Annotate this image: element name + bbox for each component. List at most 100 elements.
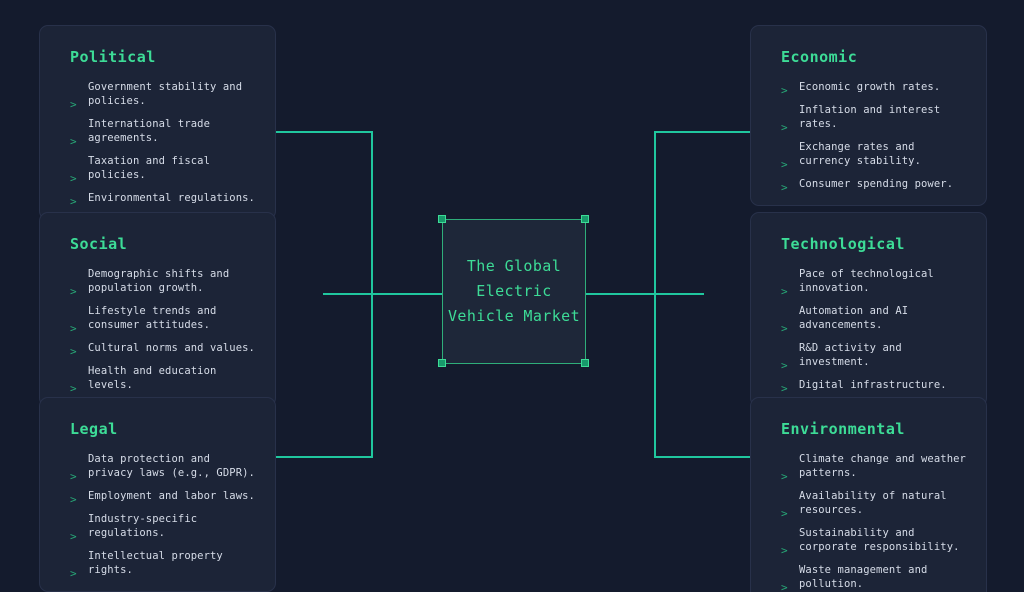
list-item: > Waste management and pollution. — [767, 563, 968, 592]
list-item-text: Employment and labor laws. — [88, 490, 255, 502]
chevron-right-icon: > — [781, 581, 788, 592]
card-political-items: > Government stability and policies. > I… — [56, 80, 257, 208]
card-technological-title: Technological — [781, 235, 905, 253]
connector-left-bottom-branch — [276, 456, 372, 458]
center-node[interactable]: The Global Electric Vehicle Market — [442, 219, 586, 364]
list-item: > Inflation and interest rates. — [767, 103, 968, 134]
list-item-text: Cultural norms and values. — [88, 342, 255, 354]
list-item-text: Lifestyle trends and consumer attitudes. — [88, 305, 217, 331]
list-item: > Environmental regulations. — [56, 191, 257, 208]
card-environmental-items: > Climate change and weather patterns. >… — [767, 452, 968, 592]
list-item: > R&D activity and investment. — [767, 341, 968, 372]
resize-handle-top-left[interactable] — [438, 215, 446, 223]
chevron-right-icon: > — [70, 493, 77, 506]
chevron-right-icon: > — [781, 359, 788, 372]
list-item: > Sustainability and corporate responsib… — [767, 526, 968, 556]
chevron-right-icon: > — [781, 84, 788, 97]
card-political-title: Political — [70, 48, 156, 66]
list-item: > Digital infrastructure. — [767, 378, 968, 395]
card-technological[interactable]: Technological > Pace of technological in… — [750, 212, 987, 407]
resize-handle-bottom-right[interactable] — [581, 359, 589, 367]
list-item: > Exchange rates and currency stability. — [767, 140, 968, 171]
list-item: > Cultural norms and values. — [56, 341, 257, 358]
list-item: > Consumer spending power. — [767, 177, 968, 194]
card-social-items: > Demographic shifts and population grow… — [56, 267, 257, 395]
connector-right-middle-branch — [585, 293, 704, 295]
list-item: > Data protection and privacy laws (e.g.… — [56, 452, 257, 483]
chevron-right-icon: > — [781, 121, 788, 134]
chevron-right-icon: > — [781, 382, 788, 395]
list-item: > Demographic shifts and population grow… — [56, 267, 257, 298]
connector-right-top-branch — [654, 131, 751, 133]
list-item-text: R&D activity and investment. — [799, 342, 902, 368]
list-item-text: Health and education levels. — [88, 365, 217, 391]
list-item: > Intellectual property rights. — [56, 549, 257, 580]
card-legal[interactable]: Legal > Data protection and privacy laws… — [39, 397, 276, 592]
center-node-label: The Global Electric Vehicle Market — [447, 257, 581, 325]
chevron-right-icon: > — [70, 382, 77, 395]
list-item: > Industry-specific regulations. — [56, 512, 257, 543]
list-item-text: Environmental regulations. — [88, 192, 255, 204]
connector-right-bottom-branch — [654, 456, 751, 458]
list-item-text: Waste management and pollution. — [799, 564, 928, 590]
list-item-text: Taxation and fiscal policies. — [88, 155, 211, 181]
list-item-text: Data protection and privacy laws (e.g., … — [88, 453, 255, 479]
chevron-right-icon: > — [781, 181, 788, 194]
chevron-right-icon: > — [70, 470, 77, 483]
list-item-text: Government stability and policies. — [88, 81, 243, 107]
list-item: > Lifestyle trends and consumer attitude… — [56, 304, 257, 335]
card-economic-items: > Economic growth rates. > Inflation and… — [767, 80, 968, 194]
list-item: > International trade agreements. — [56, 117, 257, 148]
list-item-text: Climate change and weather patterns. — [799, 453, 966, 479]
card-environmental-title: Environmental — [781, 420, 905, 438]
card-political[interactable]: Political > Government stability and pol… — [39, 25, 276, 220]
connector-left-top-branch — [276, 131, 372, 133]
resize-handle-top-right[interactable] — [581, 215, 589, 223]
list-item: > Automation and AI advancements. — [767, 304, 968, 335]
list-item-text: Consumer spending power. — [799, 178, 954, 190]
chevron-right-icon: > — [781, 285, 788, 298]
chevron-right-icon: > — [70, 285, 77, 298]
chevron-right-icon: > — [70, 530, 77, 543]
resize-handle-bottom-left[interactable] — [438, 359, 446, 367]
chevron-right-icon: > — [70, 135, 77, 148]
chevron-right-icon: > — [781, 470, 788, 483]
chevron-right-icon: > — [781, 158, 788, 171]
list-item-text: Inflation and interest rates. — [799, 104, 941, 130]
card-social[interactable]: Social > Demographic shifts and populati… — [39, 212, 276, 407]
list-item-text: Sustainability and corporate responsibil… — [799, 527, 960, 553]
list-item: > Government stability and policies. — [56, 80, 257, 111]
list-item: > Climate change and weather patterns. — [767, 452, 968, 483]
list-item: > Pace of technological innovation. — [767, 267, 968, 298]
list-item: > Taxation and fiscal policies. — [56, 154, 257, 185]
card-economic-title: Economic — [781, 48, 858, 66]
list-item-text: Demographic shifts and population growth… — [88, 268, 230, 294]
chevron-right-icon: > — [781, 322, 788, 335]
list-item: > Availability of natural resources. — [767, 489, 968, 520]
list-item-text: Pace of technological innovation. — [799, 268, 934, 294]
chevron-right-icon: > — [70, 322, 77, 335]
chevron-right-icon: > — [70, 567, 77, 580]
chevron-right-icon: > — [781, 507, 788, 520]
chevron-right-icon: > — [70, 345, 77, 358]
list-item: > Economic growth rates. — [767, 80, 968, 97]
list-item-text: Exchange rates and currency stability. — [799, 141, 922, 167]
card-technological-items: > Pace of technological innovation. > Au… — [767, 267, 968, 395]
chevron-right-icon: > — [70, 98, 77, 111]
list-item-text: Intellectual property rights. — [88, 550, 223, 576]
chevron-right-icon: > — [70, 195, 77, 208]
list-item-text: Digital infrastructure. — [799, 379, 947, 391]
card-legal-title: Legal — [70, 420, 118, 438]
list-item: > Employment and labor laws. — [56, 489, 257, 506]
card-economic[interactable]: Economic > Economic growth rates. > Infl… — [750, 25, 987, 206]
card-legal-items: > Data protection and privacy laws (e.g.… — [56, 452, 257, 580]
list-item-text: Industry-specific regulations. — [88, 513, 198, 539]
chevron-right-icon: > — [70, 172, 77, 185]
card-social-title: Social — [70, 235, 128, 253]
list-item-text: Economic growth rates. — [799, 81, 941, 93]
list-item-text: Availability of natural resources. — [799, 490, 947, 516]
card-environmental[interactable]: Environmental > Climate change and weath… — [750, 397, 987, 592]
list-item: > Health and education levels. — [56, 364, 257, 395]
list-item-text: International trade agreements. — [88, 118, 211, 144]
